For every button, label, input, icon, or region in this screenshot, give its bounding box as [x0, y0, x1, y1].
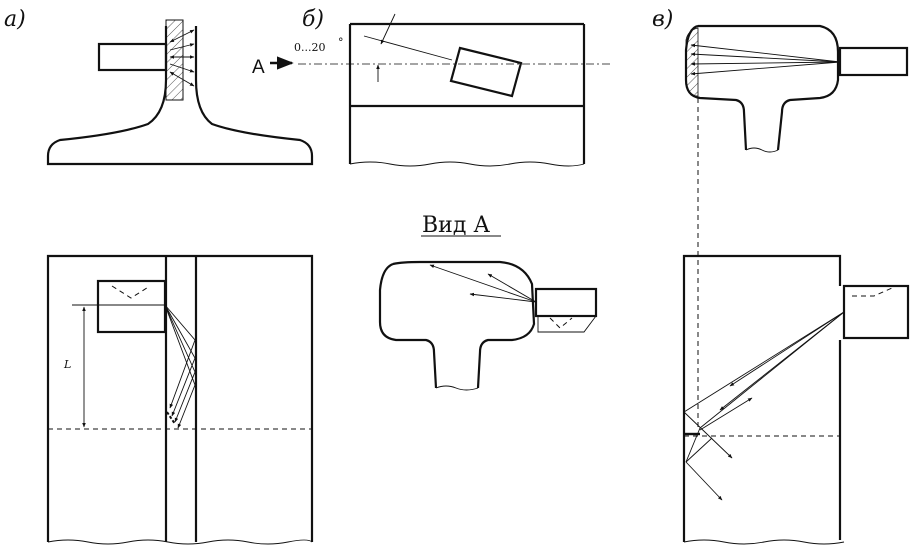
- beam-rays-c: [690, 43, 841, 76]
- break-line-view-a: [435, 385, 479, 391]
- crystal-view-a: [549, 317, 573, 329]
- view-arrow-label: А: [252, 57, 265, 78]
- hatched-zone-a: [165, 19, 184, 101]
- probe-a: [97, 42, 168, 72]
- beam-arrows-a: [169, 29, 195, 87]
- angle-degree: °: [338, 36, 344, 49]
- beam-rays-view-a: [429, 264, 537, 303]
- beam-direction-line: [363, 35, 453, 61]
- panel-b-top-view: б) А 0...20 °: [252, 7, 612, 167]
- panel-c-bottom-side-view: [682, 254, 910, 545]
- view-a-section: Вид А: [378, 213, 598, 391]
- angle-arrow-top: [380, 13, 396, 45]
- beam-rays-c-bottom: [683, 311, 845, 501]
- dim-L-label: L: [63, 358, 71, 371]
- break-line-b: [349, 161, 585, 167]
- probe-view-a: [534, 287, 598, 318]
- angle-label: 0...20: [294, 41, 326, 54]
- panel-b-label: б): [302, 7, 324, 32]
- panel-a-top-rail-section: а): [4, 7, 314, 166]
- panel-a-label: а): [4, 7, 26, 32]
- panel-c-top-section: в): [652, 7, 909, 428]
- rail-outline-c-bottom: [682, 254, 842, 542]
- probe-c-bottom: [842, 284, 910, 340]
- crystal-c-bottom: [852, 287, 893, 297]
- probe-b: [449, 46, 523, 98]
- hatched-zone-c: [685, 27, 699, 97]
- view-a-title: Вид А: [422, 213, 490, 238]
- panel-a-bottom-side-view: L: [46, 254, 314, 545]
- wedge-view-a: [537, 315, 597, 333]
- break-line-c: [745, 147, 779, 153]
- probe-c: [838, 46, 909, 77]
- probe-crystal-a: [111, 285, 151, 299]
- rail-head-c: [684, 24, 840, 151]
- beam-paths-a-bottom: [164, 304, 196, 429]
- probe-a-bottom: [96, 279, 167, 334]
- break-line-c-bottom: [683, 539, 845, 545]
- rail-profile-a: [46, 26, 314, 166]
- rail-outline-a-bottom: [46, 254, 314, 542]
- panel-c-label: в): [652, 7, 673, 32]
- rail-head-view-a: [378, 260, 536, 389]
- break-line-a: [47, 539, 313, 545]
